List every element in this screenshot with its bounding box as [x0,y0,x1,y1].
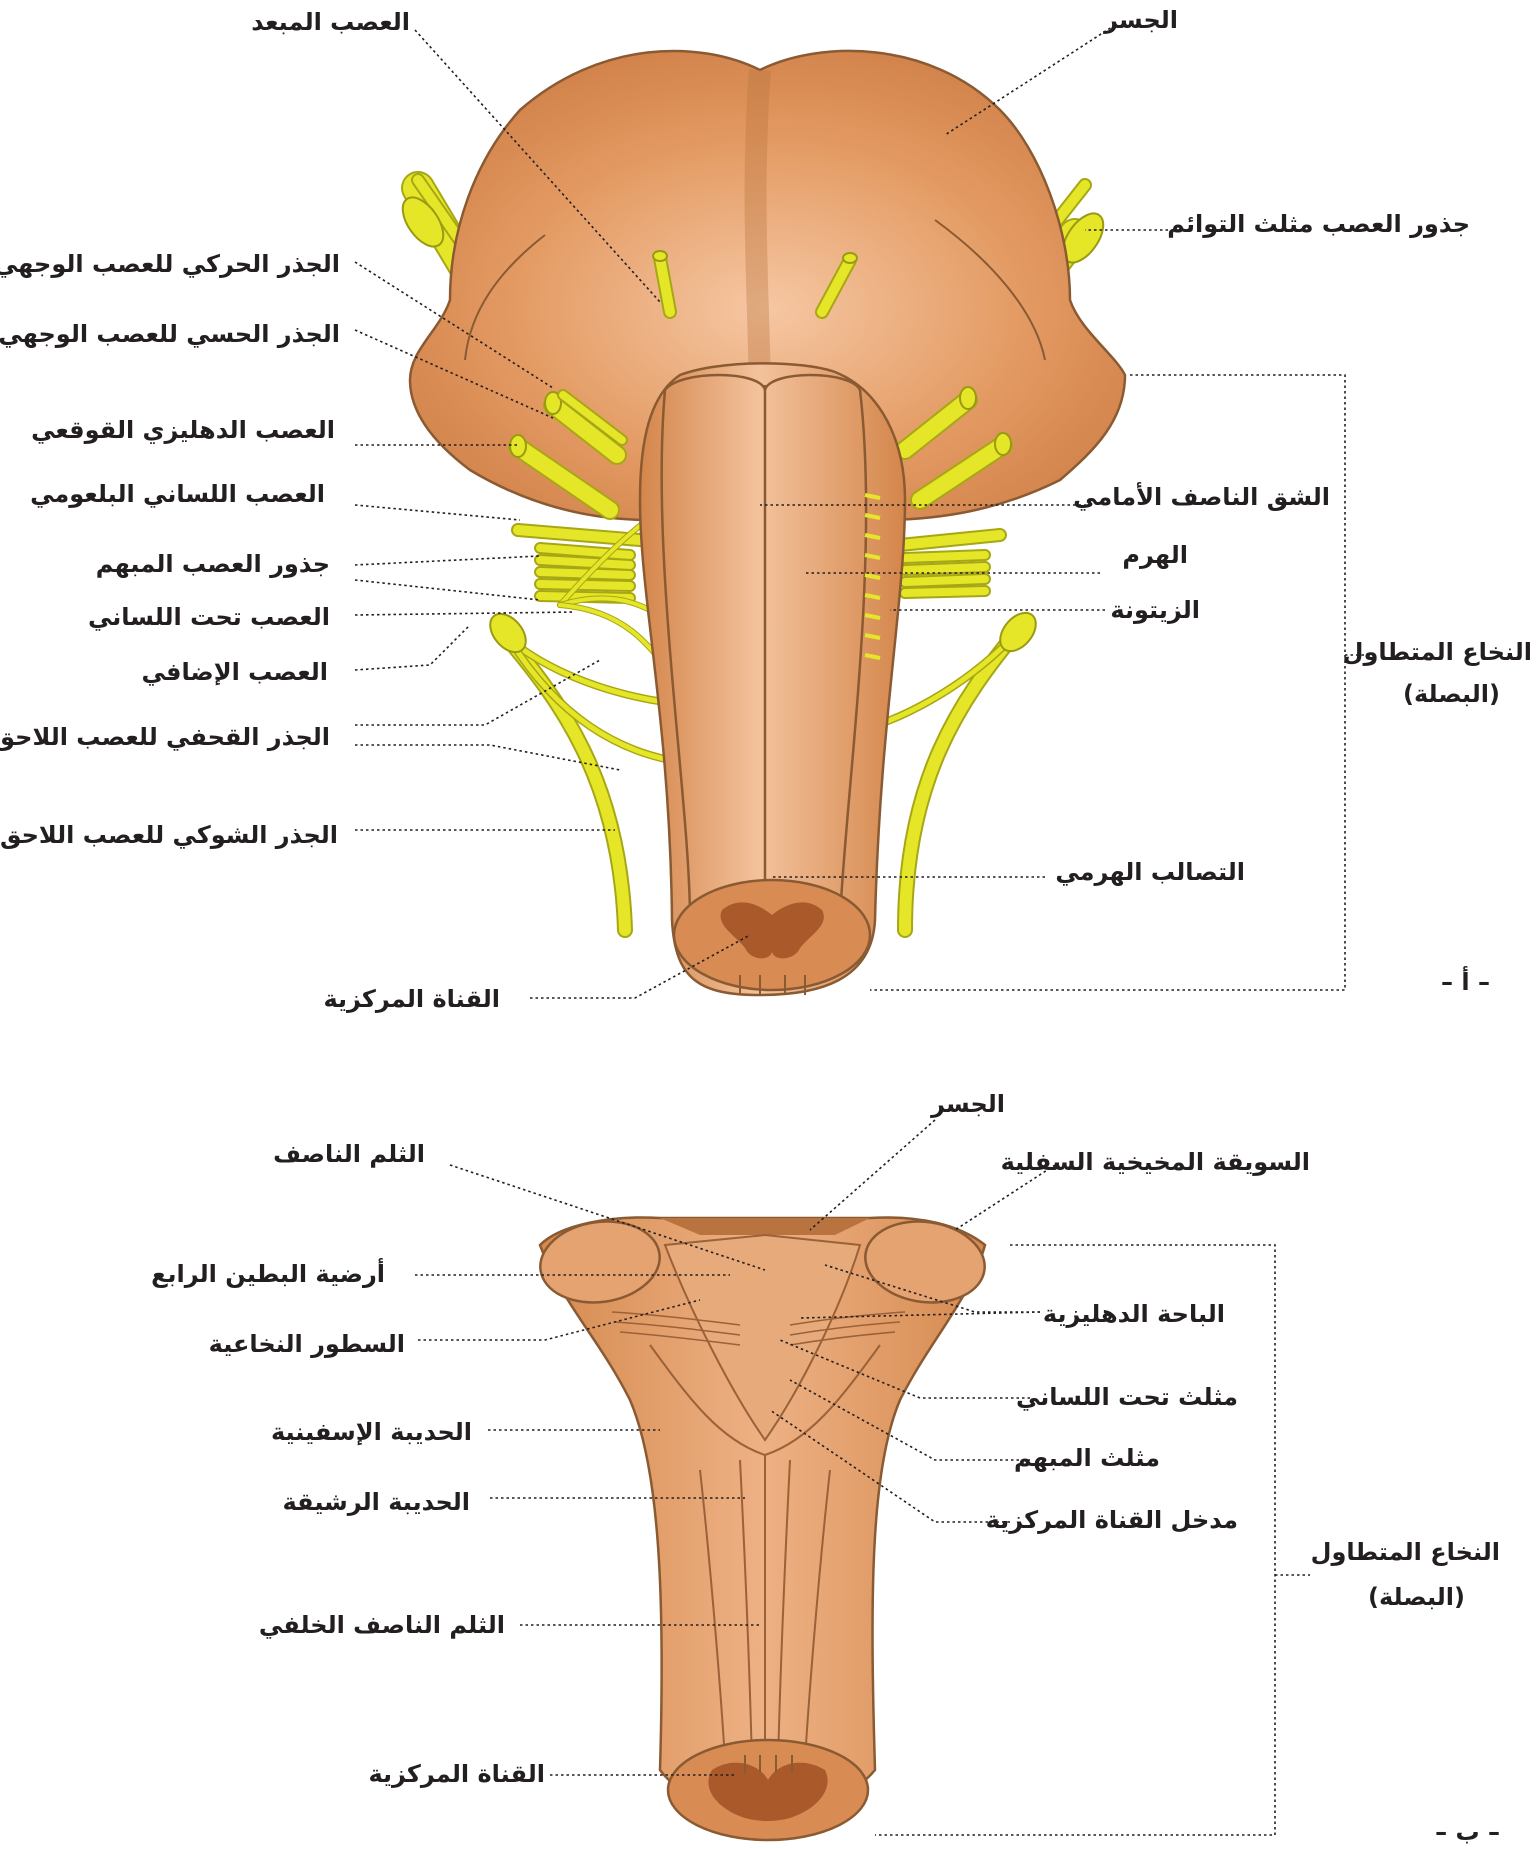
label-medulla-a-line2: (البصلة) [1403,680,1500,708]
label-vestibulocochlear: العصب الدهليزي القوقعي [31,416,335,444]
medulla-anterior [638,362,907,997]
label-medulla-a-line1: النخاع المتطاول [1343,638,1532,666]
label-medulla-b-line1: النخاع المتطاول [1311,1538,1500,1566]
label-cuneate-tubercle: الحديبة الإسفينية [271,1418,472,1446]
pons-shape [408,49,1127,522]
figure-a: الجسر العصب المبعد جذور العصب مثلث التوا… [0,6,1532,1013]
pyramid-top [664,373,767,391]
label-posterior-median-sulcus: الثلم الناصف الخلفي [259,1611,505,1639]
label-vagal-trigone: مثلث المبهم [1014,1444,1160,1472]
label-central-canal-b: القناة المركزية [368,1760,545,1788]
label-inferior-peduncle: السويقة المخيخية السفلية [1001,1148,1310,1176]
figure-b: الجسر الثلم الناصف السويقة المخيخية السف… [151,1090,1500,1846]
central-canal-b-grey [708,1762,828,1821]
label-fourth-ventricle-floor: أرضية البطين الرابع [151,1258,385,1288]
fourth-ventricle-floor [663,1233,862,1442]
label-central-canal-a: القناة المركزية [323,985,500,1013]
pons-cut-b [660,1218,870,1235]
label-facial-motor: الجذر الحركي للعصب الوجهي [0,250,340,278]
label-medulla-b-line2: (البصلة) [1368,1583,1465,1611]
label-gracile-tubercle: الحديبة الرشيقة [282,1488,470,1516]
label-hypoglossal: العصب تحت اللساني [88,603,330,631]
label-median-sulcus: الثلم الناصف [273,1140,425,1168]
label-accessory-cranial: الجذر القحفي للعصب اللاحق [0,723,330,751]
label-pons-a: الجسر [1103,6,1178,34]
label-accessory: العصب الإضافي [142,658,329,686]
label-pons-b: الجسر [930,1090,1005,1118]
inferior-peduncle-left [539,1220,661,1304]
label-vagus-roots: جذور العصب المبهم [96,550,330,578]
label-glossopharyngeal: العصب اللساني البلعومي [30,480,325,508]
label-hypoglossal-trigone: مثلث تحت اللساني [1016,1383,1238,1411]
dorsal-columns [699,1455,831,1766]
medulla-posterior [538,1216,987,1813]
medullary-striae [611,1311,906,1346]
label-olive: الزيتونة [1110,596,1200,624]
inferior-peduncle-right [864,1220,986,1304]
label-trigeminal-roots: جذور العصب مثلث التوائم [1167,210,1470,238]
central-canal-a-grey [720,902,824,959]
figure-b-leaders [415,1119,1310,1836]
label-pyramid: الهرم [1122,541,1188,569]
panel-label-b: – ب – [1435,1818,1500,1846]
label-anterior-fissure: الشق الناصف الأمامي [1073,482,1330,511]
label-pyramidal-decussation: التصالب الهرمي [1055,858,1245,886]
label-medullary-striae: السطور النخاعية [209,1330,405,1358]
panel-label-a: – أ – [1441,966,1490,996]
olive-hypoglossal-rootlets [864,493,881,660]
figure-a-leaders [354,24,1365,999]
label-accessory-spinal: الجذر الشوكي للعصب اللاحق [0,821,338,849]
label-facial-sensory: الجذر الحسي للعصب الوجهي [0,320,340,348]
left-cranial-nerves [489,389,694,938]
abducens-nerves [652,250,858,319]
label-obex: مدخل القناة المركزية [986,1506,1238,1534]
label-vestibular-area: الباحة الدهليزية [1043,1300,1225,1328]
right-cranial-nerves [856,386,1037,938]
label-abducens: العصب المبعد [251,8,410,36]
